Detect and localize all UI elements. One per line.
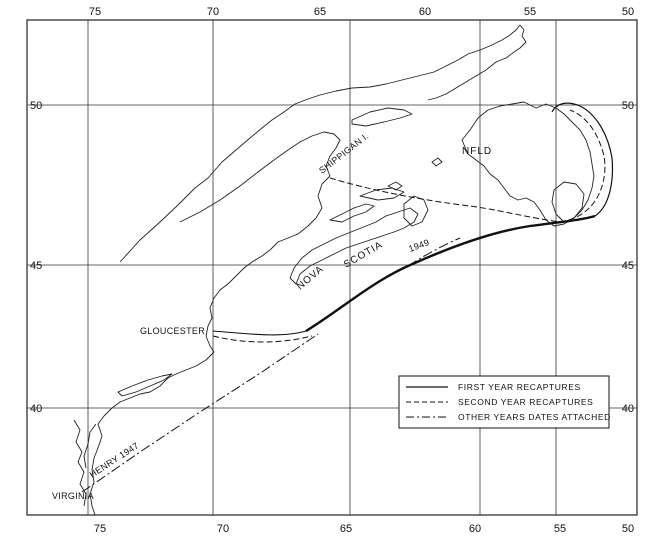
top-lon-55: 55: [524, 6, 536, 18]
legend-box: [398, 375, 610, 429]
left-latitude-labels: 50 45 40: [30, 100, 42, 415]
right-lat-40: 40: [622, 403, 634, 415]
coast-long-island: [117, 373, 173, 397]
label-henry-1947: HENRY 1947: [88, 440, 141, 479]
coast-small-island-2: [431, 157, 443, 167]
route-first-year-nfld-loop: [551, 102, 614, 217]
legend: FIRST YEAR RECAPTURES SECOND YEAR RECAPT…: [398, 375, 611, 429]
label-scotia: SCOTIA: [342, 239, 385, 270]
coast-avalon: [551, 181, 585, 223]
route-other-years-virginia: [81, 333, 319, 493]
top-lon-60: 60: [419, 6, 431, 18]
top-longitude-labels: 75 70 65 60 55 50: [89, 6, 634, 18]
coast-new-england: [97, 175, 331, 425]
bottom-lon-65: 65: [340, 523, 352, 535]
right-lat-45: 45: [622, 260, 634, 272]
route-second-year-loop: [559, 109, 606, 223]
label-1949: 1949: [407, 237, 430, 254]
top-lon-50: 50: [622, 6, 634, 18]
place-labels: NFLD SHIPPIGAN I. NOVA SCOTIA 1949 GLOUC…: [52, 131, 492, 501]
label-gloucester: GLOUCESTER: [140, 326, 205, 336]
label-virginia: VIRGINIA: [52, 491, 94, 501]
legend-label-other-years: OTHER YEARS DATES ATTACHED: [458, 412, 611, 422]
bottom-lon-55: 55: [554, 523, 566, 535]
coast-gaspe: [179, 131, 341, 223]
coast-fundy: [329, 203, 375, 223]
coast-pei: [359, 187, 405, 201]
label-nova: NOVA: [295, 264, 326, 293]
coast-anticosti: [351, 107, 413, 127]
top-lon-70: 70: [207, 6, 219, 18]
bottom-lon-50: 50: [622, 523, 634, 535]
bottom-lon-60: 60: [469, 523, 481, 535]
left-lat-40: 40: [30, 403, 42, 415]
left-lat-45: 45: [30, 260, 42, 272]
route-second-year-gloucester: [212, 335, 313, 343]
coast-mid-atlantic: [89, 423, 103, 516]
left-lat-50: 50: [30, 100, 42, 112]
routes: [81, 102, 614, 493]
coast-delaware: [83, 423, 97, 469]
route-first-year-main: [305, 214, 596, 333]
map-frame: [26, 19, 638, 516]
label-nfld: NFLD: [462, 146, 492, 157]
coastlines: [73, 24, 595, 516]
coast-north-shore: [119, 24, 521, 263]
legend-label-first-year: FIRST YEAR RECAPTURES: [458, 382, 581, 392]
route-other-years-1949: [407, 237, 461, 267]
graticule: [27, 20, 637, 515]
right-latitude-labels: 50 45 40: [622, 100, 634, 415]
top-lon-75: 75: [89, 6, 101, 18]
route-second-year-shippigan: [329, 177, 561, 223]
bottom-longitude-labels: 75 70 65 60 55 50: [94, 523, 634, 535]
bottom-lon-75: 75: [94, 523, 106, 535]
coast-nova-scotia: [289, 207, 419, 285]
coast-small-island-1: [387, 181, 403, 191]
legend-label-second-year: SECOND YEAR RECAPTURES: [458, 397, 593, 407]
route-first-year-gloucester: [212, 330, 307, 336]
coast-cape-breton: [403, 195, 429, 227]
top-lon-65: 65: [314, 6, 326, 18]
label-shippigan: SHIPPIGAN I.: [317, 131, 371, 176]
coast-labrador: [427, 24, 527, 101]
right-lat-50: 50: [622, 100, 634, 112]
bottom-lon-70: 70: [217, 523, 229, 535]
coast-newfoundland: [461, 101, 595, 227]
